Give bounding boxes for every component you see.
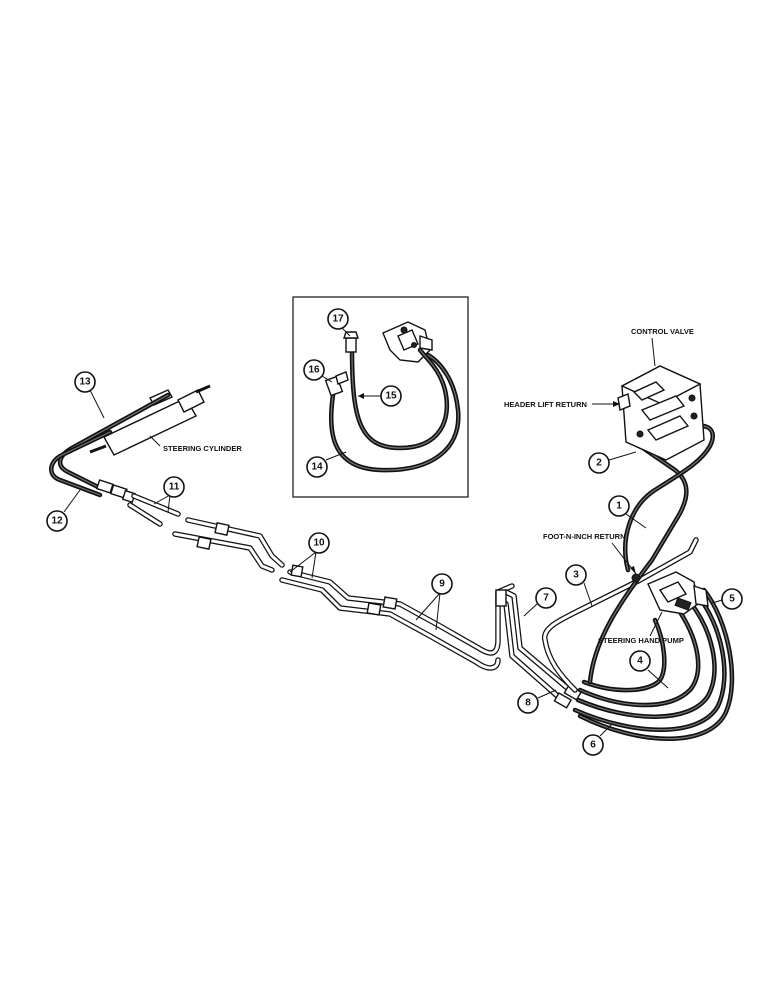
callout-4-number: 4: [637, 656, 643, 667]
steering-hand-pump: [631, 571, 709, 615]
label-control-valve: CONTROL VALVE: [631, 327, 694, 367]
callout-14: 14: [306, 451, 347, 478]
foot-n-inch-return-label: FOOT-N-INCH RETURN: [543, 532, 626, 541]
callout-3-number: 3: [573, 570, 579, 581]
inset-detail: [292, 296, 469, 498]
callout-7-number: 7: [543, 593, 549, 604]
callout-12-number: 12: [51, 516, 63, 527]
callout-10: 10: [289, 532, 330, 579]
callout-5-number: 5: [729, 594, 735, 605]
callout-17-number: 17: [332, 314, 344, 325]
steering-cylinder: [89, 384, 211, 456]
callout-10-number: 10: [313, 538, 325, 549]
callout-6: 6: [582, 723, 613, 756]
callout-3: 3: [565, 564, 593, 607]
label-steering-cylinder: STEERING CYLINDER: [149, 435, 242, 453]
callout-8-number: 8: [525, 698, 531, 709]
callout-2: 2: [588, 451, 637, 474]
label-steering-hand-pump: STEERING HAND PUMP: [598, 611, 684, 645]
callout-8: 8: [517, 689, 557, 714]
callout-12: 12: [46, 489, 81, 532]
steering-hand-pump-label: STEERING HAND PUMP: [598, 636, 684, 645]
callout-13-number: 13: [79, 377, 91, 388]
callout-9-number: 9: [439, 579, 445, 590]
callout-15: 15: [358, 385, 402, 407]
fittings-10: [196, 522, 230, 550]
control-valve: [617, 365, 705, 461]
callout-14-number: 14: [311, 462, 323, 473]
inset-pump-body: [382, 321, 433, 363]
callout-2-number: 2: [596, 458, 602, 469]
callout-11-number: 11: [169, 482, 180, 493]
steering-cylinder-label: STEERING CYLINDER: [163, 444, 242, 453]
callout-5: 5: [711, 588, 743, 610]
header-lift-return-label: HEADER LIFT RETURN: [504, 400, 587, 409]
callout-13: 13: [74, 371, 105, 419]
callout-16-number: 16: [308, 365, 320, 376]
callout-15-number: 15: [385, 391, 397, 402]
fitting-17: [343, 331, 359, 353]
tube-9-upper: [287, 569, 515, 656]
callout-1: 1: [608, 495, 647, 529]
fitting-16: [324, 371, 349, 397]
callout-6-number: 6: [590, 740, 596, 751]
fittings-9: [290, 564, 398, 616]
fittings-12-13: [95, 479, 136, 504]
callout-7: 7: [523, 587, 557, 617]
label-header-lift-return: HEADER LIFT RETURN: [504, 400, 620, 409]
control-valve-label: CONTROL VALVE: [631, 327, 694, 336]
tube-10-lower: [172, 531, 275, 573]
callout-9: 9: [415, 573, 453, 631]
callout-1-number: 1: [616, 501, 622, 512]
callout-4: 4: [629, 650, 669, 689]
callout-11: 11: [153, 476, 185, 513]
inset-frame: [292, 296, 469, 498]
callout-17: 17: [327, 308, 351, 337]
callout-16: 16: [303, 359, 333, 383]
label-foot-n-inch-return: FOOT-N-INCH RETURN: [543, 532, 637, 575]
